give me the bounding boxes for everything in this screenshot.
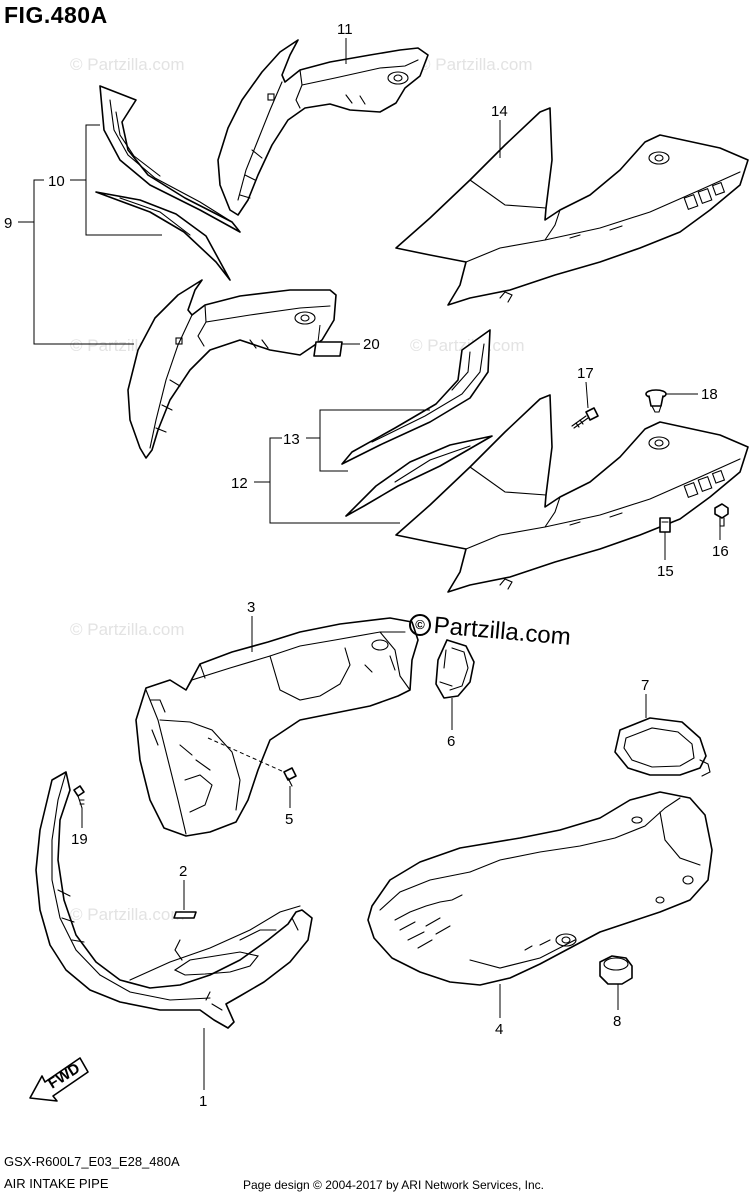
leader-lines — [18, 38, 721, 1090]
callout-14[interactable]: 14 — [491, 103, 508, 120]
part-14-side-fairing[interactable] — [395, 107, 749, 306]
part-8-grommet[interactable] — [599, 955, 633, 985]
callout-9[interactable]: 9 — [4, 215, 12, 232]
part-4-air-intake-pipe[interactable] — [367, 791, 713, 986]
callout-1[interactable]: 1 — [199, 1093, 207, 1110]
callout-15[interactable]: 15 — [657, 563, 674, 580]
part-10-decal[interactable] — [95, 85, 241, 281]
diagram-name: AIR INTAKE PIPE — [4, 1176, 109, 1191]
part-7-seal-ring[interactable] — [614, 717, 711, 777]
watermark: © Partzilla.com — [70, 620, 185, 639]
part-3-air-intake-pipe[interactable] — [135, 617, 419, 837]
part-9-duct-panel[interactable] — [127, 279, 337, 459]
callout-8[interactable]: 8 — [613, 1013, 621, 1030]
callout-labels: 11 14 10 9 20 17 18 13 12 16 15 3 7 6 5 … — [4, 21, 729, 1110]
part-16-nut[interactable] — [714, 503, 729, 527]
part-18-grommet[interactable] — [645, 389, 667, 413]
part-6-seal[interactable] — [435, 639, 475, 699]
part-19-screw[interactable] — [73, 785, 85, 809]
callout-11[interactable]: 11 — [337, 21, 353, 38]
part-15-clip[interactable] — [659, 517, 671, 533]
callout-5[interactable]: 5 — [285, 811, 293, 828]
watermark: © Partzilla.com — [70, 905, 185, 924]
part-11-duct-panel[interactable] — [217, 39, 429, 216]
fwd-arrow-icon: FWD — [29, 1057, 89, 1102]
callout-7[interactable]: 7 — [641, 677, 649, 694]
callout-2[interactable]: 2 — [179, 863, 187, 880]
part-1-front-cover[interactable] — [35, 771, 313, 1029]
part-13-decal[interactable] — [341, 329, 493, 517]
callout-6[interactable]: 6 — [447, 733, 455, 750]
callout-10[interactable]: 10 — [48, 173, 65, 190]
part-17-screw[interactable] — [571, 407, 599, 429]
watermark: © Partzilla.com — [418, 55, 533, 74]
callout-19[interactable]: 19 — [71, 831, 88, 848]
part-20-label[interactable] — [313, 341, 343, 357]
footer-copyright: Page design © 2004-2017 by ARI Network S… — [243, 1178, 545, 1192]
callout-12[interactable]: 12 — [231, 475, 248, 492]
callout-4[interactable]: 4 — [495, 1021, 503, 1038]
part-5-screw[interactable] — [283, 767, 297, 787]
callout-16[interactable]: 16 — [712, 543, 729, 560]
copyright-icon: © — [409, 614, 431, 636]
figure-title: FIG.480A — [4, 2, 108, 28]
callout-3[interactable]: 3 — [247, 599, 255, 616]
callout-20[interactable]: 20 — [363, 336, 380, 353]
watermark: © Partzilla.com — [70, 55, 185, 74]
callout-18[interactable]: 18 — [701, 386, 718, 403]
callout-13[interactable]: 13 — [283, 431, 300, 448]
callout-17[interactable]: 17 — [577, 365, 594, 382]
part-2-label[interactable] — [173, 911, 197, 919]
part-12-side-fairing[interactable] — [395, 394, 749, 593]
diagram-code: GSX-R600L7_E03_E28_480A — [4, 1154, 180, 1169]
